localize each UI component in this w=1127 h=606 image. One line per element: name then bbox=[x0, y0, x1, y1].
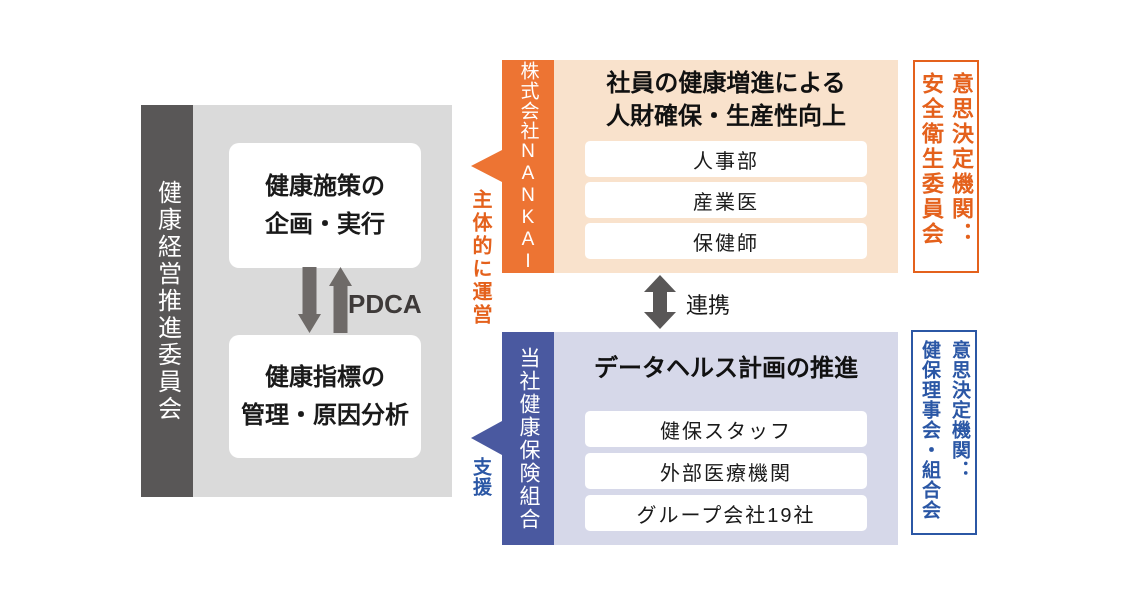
cooperation-double-arrow-icon bbox=[644, 275, 676, 329]
pdca-label: PDCA bbox=[348, 289, 422, 319]
company-bar: 株式会社NANKAI bbox=[502, 60, 554, 273]
union-bar: 当社健康保険組合 bbox=[502, 332, 554, 545]
plan-execute-box: 健康施策の 企画・実行 bbox=[229, 143, 421, 268]
union-role-label: 支援 bbox=[470, 457, 491, 497]
union-member-row: グループ会社19社 bbox=[585, 495, 867, 531]
company-member-row: 産業医 bbox=[585, 182, 867, 218]
company-role-label: 主体的に運営 bbox=[469, 189, 491, 327]
union-goal-title: データヘルス計画の推進 bbox=[594, 355, 858, 382]
committee-bar-label: 健康経営推進委員会 bbox=[153, 179, 181, 423]
company-decision-body-box: 意思決定機関： 安全衛生委員会 bbox=[913, 60, 979, 273]
union-left-arrow-icon bbox=[471, 421, 502, 455]
pdca-cycle-arrows-icon bbox=[298, 267, 352, 333]
union-decision-body-box: 意思決定機関： 健保理事会・組合会 bbox=[911, 330, 977, 535]
cooperation-label: 連携 bbox=[686, 293, 731, 318]
company-bar-label: 株式会社NANKAI bbox=[517, 60, 539, 273]
indicator-analysis-box: 健康指標の 管理・原因分析 bbox=[229, 335, 421, 458]
company-goal-title: 社員の健康増進による 人財確保・生産性向上 bbox=[606, 70, 846, 130]
union-bar-label: 当社健康保険組合 bbox=[517, 346, 540, 531]
union-member-row: 外部医療機関 bbox=[585, 453, 867, 489]
union-member-row: 健保スタッフ bbox=[585, 411, 867, 447]
company-left-arrow-icon bbox=[471, 150, 502, 182]
committee-bar: 健康経営推進委員会 bbox=[141, 105, 193, 497]
company-member-row: 人事部 bbox=[585, 141, 867, 177]
company-member-row: 保健師 bbox=[585, 223, 867, 259]
